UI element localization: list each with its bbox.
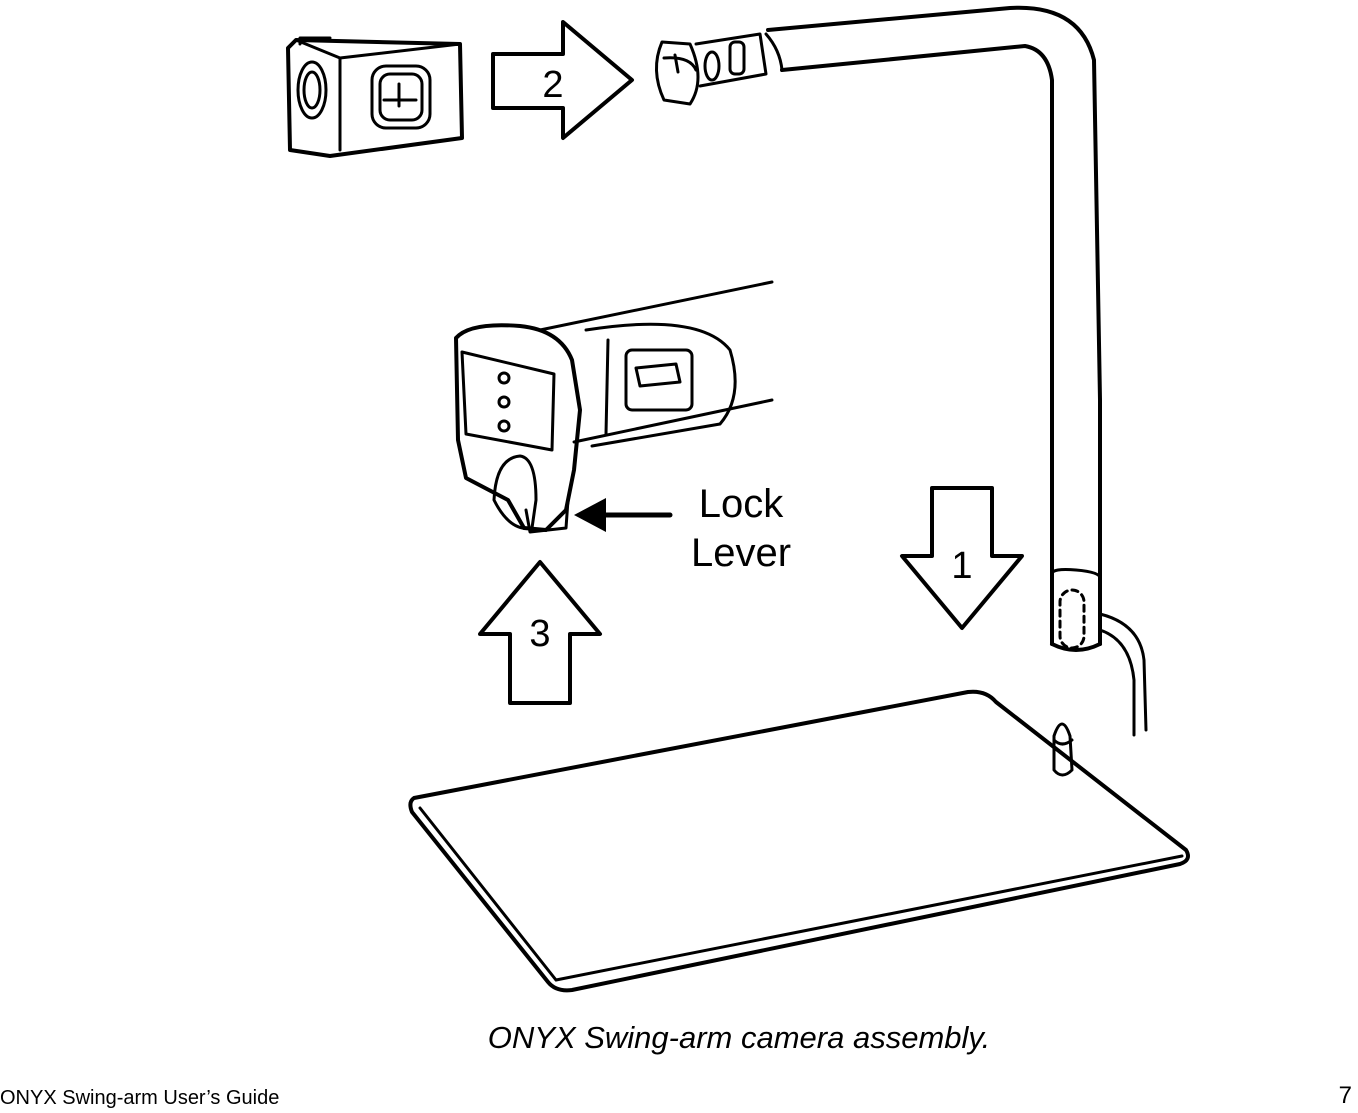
step-1-arrow: 1 <box>900 486 1024 630</box>
footer-guide-title: ONYX Swing-arm User’s Guide <box>0 1087 280 1109</box>
figure-caption: ONYX Swing-arm camera assembly. <box>0 1020 1358 1056</box>
step-3-arrow: 3 <box>478 560 602 705</box>
lock-head-detail <box>454 280 774 534</box>
base-plate <box>408 689 1190 993</box>
step-2-label: 2 <box>542 64 563 106</box>
lock-lever-callout: Lock Lever <box>574 482 791 575</box>
lock-lever-line2: Lever <box>691 531 791 575</box>
step-2-arrow: 2 <box>491 20 634 140</box>
step-1-label: 1 <box>951 545 972 587</box>
camera-module <box>286 36 464 158</box>
figure-caption-text: ONYX Swing-arm camera assembly. <box>487 1020 991 1055</box>
lock-lever-line1: Lock <box>699 482 784 526</box>
swing-arm-pole <box>655 5 1148 737</box>
footer-page-number: 7 <box>1338 1082 1352 1109</box>
step-3-label: 3 <box>529 613 550 655</box>
